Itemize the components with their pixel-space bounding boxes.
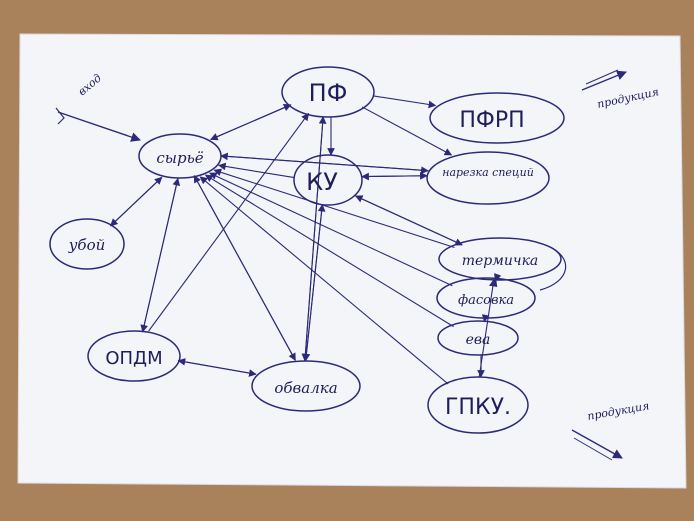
edge-pf-to-nar [361, 106, 453, 156]
node-ubo-label: убой [68, 236, 106, 254]
edge-nar-to-sbor [220, 152, 429, 172]
node-term: термичка [438, 237, 567, 291]
node-ubo: убой [49, 218, 125, 270]
node-nar-label: нарезка специй [442, 166, 534, 179]
node-obv-label: обвалка [274, 379, 337, 397]
edge-fas-to-sbor [209, 172, 453, 287]
edge-opdm-to-sbor [142, 177, 181, 332]
output-arrow-bottom [571, 429, 623, 459]
node-obv: обвалка [251, 360, 361, 412]
output-arrow-top [581, 70, 627, 91]
node-fas-label: фасовка [458, 293, 514, 308]
edge-pf-to-obv [301, 116, 324, 362]
edge-obv-to-sbor [193, 174, 296, 361]
node-layer: ПФ ПФРП сырьё КУ нарезка специй убой тер… [49, 66, 567, 434]
edge-gpku-to-sbor [199, 176, 449, 385]
edge-ubo-to-sbor [110, 176, 163, 227]
node-eva: ева [437, 320, 519, 356]
input-arrow [57, 111, 141, 142]
node-fas: фасовка [436, 277, 536, 319]
node-opdm: ОПДМ [87, 330, 181, 382]
node-ku: КУ [293, 154, 363, 206]
edge-ku-to-obv [302, 204, 323, 362]
edge-ku-to-term [355, 195, 463, 246]
edge-nar-to-ku [361, 172, 427, 181]
node-term-label: термичка [462, 253, 539, 269]
node-pf-label: ПФ [309, 79, 348, 107]
edge-eva-to-sbor [204, 174, 454, 328]
node-pfrp: ПФРП [429, 92, 565, 144]
edge-term-to-sbor [213, 168, 455, 249]
node-eva-label: ева [466, 332, 491, 348]
paper-sheet [17, 33, 687, 489]
node-ku-label: КУ [306, 168, 338, 196]
node-gpku: ГПКУ. [427, 376, 529, 434]
node-gpku-label: ГПКУ. [445, 395, 511, 420]
node-opdm-label: ОПДМ [105, 348, 162, 369]
node-sbor-label: сырьё [156, 149, 203, 167]
node-pf: ПФ [281, 66, 375, 118]
edge-opdm-to-pf [148, 112, 309, 332]
node-pfrp-label: ПФРП [459, 108, 524, 133]
edge-layer [110, 95, 502, 385]
edge-obv-to-opdm [177, 358, 257, 375]
edge-ku-to-sbor [218, 162, 295, 179]
edge-gpku-to-term [478, 278, 497, 377]
node-nar: нарезка специй [426, 151, 550, 205]
edge-pf-to-pfrp [372, 95, 437, 109]
edge-pf-to-sbor [210, 104, 292, 141]
node-sbor: сырьё [138, 133, 222, 179]
